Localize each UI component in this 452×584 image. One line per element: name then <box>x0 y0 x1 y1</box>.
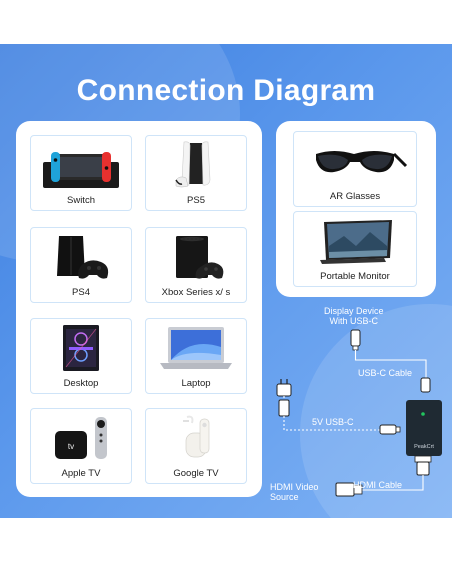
display-card-portable-monitor: Portable Monitor <box>293 211 417 287</box>
usb-a-plug-icon <box>278 399 290 417</box>
adapter-box: PeakCrt <box>406 400 442 456</box>
ps4-console-icon <box>57 236 109 279</box>
hdmi-plug-icon <box>414 455 432 476</box>
ar-glasses-icon <box>316 151 408 173</box>
display-label: AR Glasses <box>329 191 381 202</box>
source-label: Xbox Series x/ s <box>161 287 231 298</box>
apple-tv-icon: tv <box>55 417 107 459</box>
ps5-console-icon <box>175 141 211 188</box>
display-label: Portable Monitor <box>320 271 390 282</box>
source-card-switch: Switch <box>30 135 132 211</box>
laptop-icon <box>160 327 232 369</box>
source-label: Google TV <box>173 468 219 479</box>
hdmi-plug-icon <box>335 482 363 497</box>
source-label: Apple TV <box>61 468 101 479</box>
source-label: Desktop <box>63 378 99 389</box>
adapter-brand: PeakCrt <box>414 444 434 450</box>
display-device-label: Display Device With USB-C <box>324 306 384 326</box>
portable-monitor-icon <box>320 220 392 264</box>
usb-c-plug-icon <box>420 377 431 393</box>
source-card-ps5: PS5 <box>145 135 247 211</box>
hdmi-cable-label: HDMI Cable <box>353 480 403 490</box>
source-label: PS4 <box>72 287 90 298</box>
source-label: PS5 <box>187 195 205 206</box>
source-card-apple-tv: tv Apple TV <box>30 408 132 484</box>
power-label: 5V USB-C <box>312 417 354 427</box>
source-card-desktop: Desktop <box>30 318 132 394</box>
source-card-xbox: Xbox Series x/ s <box>145 227 247 303</box>
usb-c-cable-label: USB-C Cable <box>358 368 413 378</box>
desktop-pc-icon <box>63 325 99 371</box>
page-title: Connection Diagram <box>76 74 376 107</box>
source-card-google-tv: Google TV <box>145 408 247 484</box>
display-card-ar-glasses: AR Glasses <box>293 131 417 207</box>
usb-c-plug-icon <box>379 424 401 435</box>
usb-c-plug-icon <box>350 329 361 351</box>
source-card-ps4: PS4 <box>30 227 132 303</box>
connection-wiring: PeakCrt <box>276 329 442 497</box>
svg-text:tv: tv <box>68 442 74 451</box>
power-plug-icon <box>276 379 292 397</box>
xbox-series-icon <box>176 236 224 279</box>
source-label: Switch <box>67 195 95 206</box>
source-card-laptop: Laptop <box>145 318 247 394</box>
google-tv-icon <box>183 415 210 458</box>
source-label: Laptop <box>181 378 211 389</box>
hdmi-source-label: HDMI Video Source <box>270 482 319 502</box>
nintendo-switch-icon <box>43 152 119 188</box>
